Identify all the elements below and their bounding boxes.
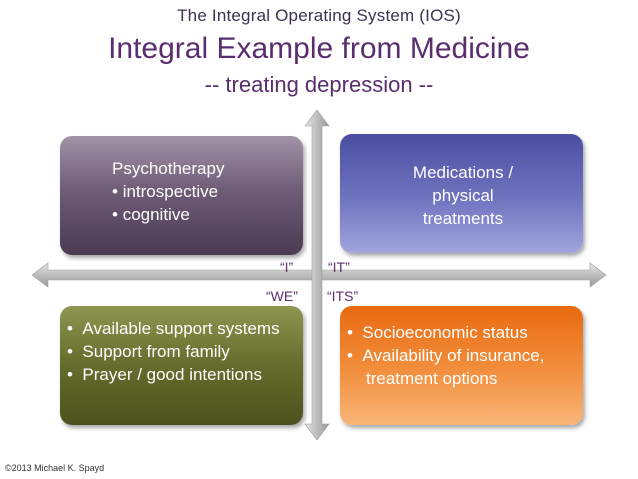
lower-left-bullet-2: • Support from family <box>67 342 230 361</box>
upper-left-bullet-1: • introspective <box>112 182 219 201</box>
upper-left-heading: Psychotherapy <box>112 159 225 178</box>
label-its: “ITS” <box>327 288 359 304</box>
lower-right-bullet-2: • Availability of insurance, treatment o… <box>347 346 545 388</box>
upper-left-bullet-2: • cognitive <box>112 205 190 224</box>
quadrant-upper-left <box>60 136 303 255</box>
copyright-notice: ©2013 Michael K. Spayd <box>5 463 105 473</box>
label-it: “IT” <box>328 259 350 275</box>
upper-left-text: Psychotherapy • introspective • cognitiv… <box>112 157 224 226</box>
lower-left-text: • Available support systems • Support fr… <box>67 317 303 386</box>
top-title: The Integral Operating System (IOS) <box>177 6 461 25</box>
quadrant-upper-right <box>340 134 583 253</box>
label-we: “WE” <box>266 288 298 304</box>
upper-right-line-3: treatments <box>422 209 504 228</box>
upper-right-line-1: Medications / <box>412 163 514 182</box>
vertical-axis-arrow <box>304 109 330 441</box>
main-title: Integral Example from Medicine <box>108 32 530 65</box>
upper-right-line-2: physical <box>432 186 494 205</box>
quadrant-lower-left <box>60 306 303 425</box>
subtitle: -- treating depression -- <box>204 72 434 97</box>
lower-right-bullet-1: • Socioeconomic status <box>347 323 528 342</box>
lower-left-bullet-1: • Available support systems <box>67 319 280 338</box>
label-i: “I” <box>280 259 294 275</box>
lower-right-text: • Socioeconomic status • Availability of… <box>347 321 579 390</box>
upper-right-text: Medications / physical treatments <box>398 161 528 230</box>
lower-left-bullet-3: • Prayer / good intentions <box>67 365 262 384</box>
quadrant-lower-right <box>340 306 583 425</box>
